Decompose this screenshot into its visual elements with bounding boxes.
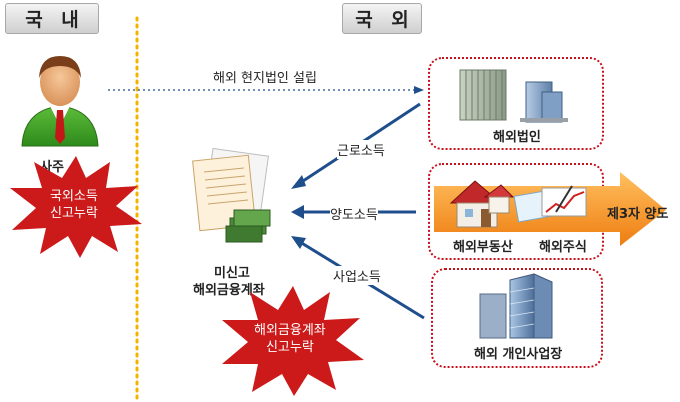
overseas-corporation-box [428, 57, 604, 150]
account-label-1: 미신고 [214, 266, 250, 281]
house-icon [449, 180, 515, 228]
burst-bottom-line2: 신고누락 [265, 340, 314, 355]
burst-bottom-line1: 해외금융계좌 [254, 323, 326, 338]
domestic-header: 국 내 [5, 3, 99, 34]
burst-left-line2: 신고누락 [50, 206, 98, 221]
establish-label: 해외 현지법인 설립 [213, 71, 317, 86]
burst-left-text: 국외소득 신고누락 [50, 188, 98, 222]
stock-chart-icon [513, 185, 587, 223]
domestic-header-label: 국 내 [25, 9, 85, 31]
burst-left-line1: 국외소득 [50, 189, 98, 204]
corporation-label: 해외법인 [493, 130, 541, 145]
labor-income-label: 근로소득 [337, 140, 385, 159]
transfer-income-label: 양도소득 [330, 204, 378, 223]
overseas-header: 국 외 [342, 3, 422, 34]
business-building-icon [479, 273, 553, 339]
business-site-label: 해외 개인사업장 [474, 347, 563, 362]
overseas-header-label: 국 외 [355, 9, 415, 31]
stock-label: 해외주식 [539, 240, 587, 255]
burst-bottom-text: 해외금융계좌 신고누락 [254, 322, 326, 356]
owner-person-icon [21, 56, 99, 147]
documents-money-icon [192, 147, 271, 243]
burst-bottom [222, 286, 364, 396]
real-estate-label: 해외부동산 [453, 240, 513, 255]
third-party-label: 제3자 양도 [607, 203, 668, 222]
corporation-buildings-icon [459, 69, 568, 123]
business-income-label: 사업소득 [333, 266, 381, 285]
third-party-text: 제3자 양도 [607, 207, 669, 222]
burst-left [10, 156, 142, 258]
account-label-2: 해외금융계좌 [193, 283, 265, 298]
